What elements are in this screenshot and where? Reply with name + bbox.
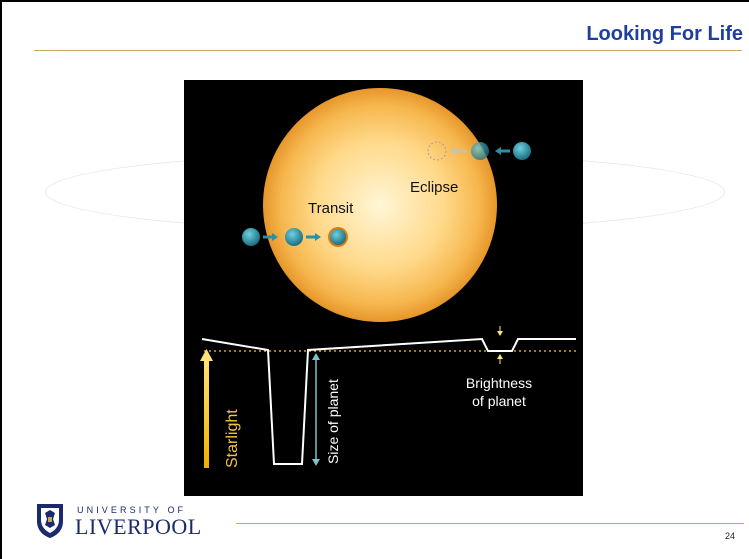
planet-transit-2 [285, 228, 303, 246]
brightness-arrow-down-icon [497, 331, 503, 336]
arrow-right-head-icon [272, 233, 278, 241]
arrow-left-head-icon [495, 147, 501, 155]
label-transit: Transit [308, 200, 354, 217]
crest-icon [37, 504, 63, 538]
label-eclipse: Eclipse [410, 179, 458, 196]
size-arrow-down-icon [312, 459, 320, 466]
arrow-right-head-icon [315, 233, 321, 241]
brightness-arrow-up-icon [497, 354, 503, 359]
university-name: LIVERPOOL [75, 514, 202, 539]
light-curve [201, 337, 576, 465]
label-starlight: Starlight [224, 409, 241, 468]
size-arrow-up-icon [312, 353, 320, 360]
university-logo: UNIVERSITY OF LIVERPOOL [36, 503, 236, 547]
starlight-arrow-shaft [204, 359, 209, 468]
arrow-left-head-faded-icon [450, 147, 456, 155]
planet-transit-1 [242, 228, 260, 246]
planet-in-transit [330, 229, 346, 245]
label-size-of-planet: Size of planet [325, 379, 341, 464]
transit-eclipse-diagram: Transit Eclipse Starlight Size of planet… [184, 80, 583, 496]
university-of-text: UNIVERSITY OF [77, 505, 187, 515]
title-divider [34, 50, 742, 51]
diagram-canvas: Transit Eclipse Starlight Size of planet… [184, 80, 583, 496]
planet-hidden-outline [427, 141, 447, 161]
slide-frame-left [0, 0, 2, 559]
slide-frame-top [0, 0, 749, 2]
starlight-arrow-head-icon [200, 349, 213, 361]
slide-title: Looking For Life [586, 23, 743, 45]
planet-eclipse-1 [513, 142, 531, 160]
page-number: 24 [724, 531, 735, 541]
footer-divider [236, 523, 744, 524]
planet-eclipse-2 [471, 142, 489, 160]
label-brightness-line2: of planet [472, 393, 526, 409]
label-brightness-line1: Brightness [466, 375, 532, 391]
star [263, 88, 497, 322]
